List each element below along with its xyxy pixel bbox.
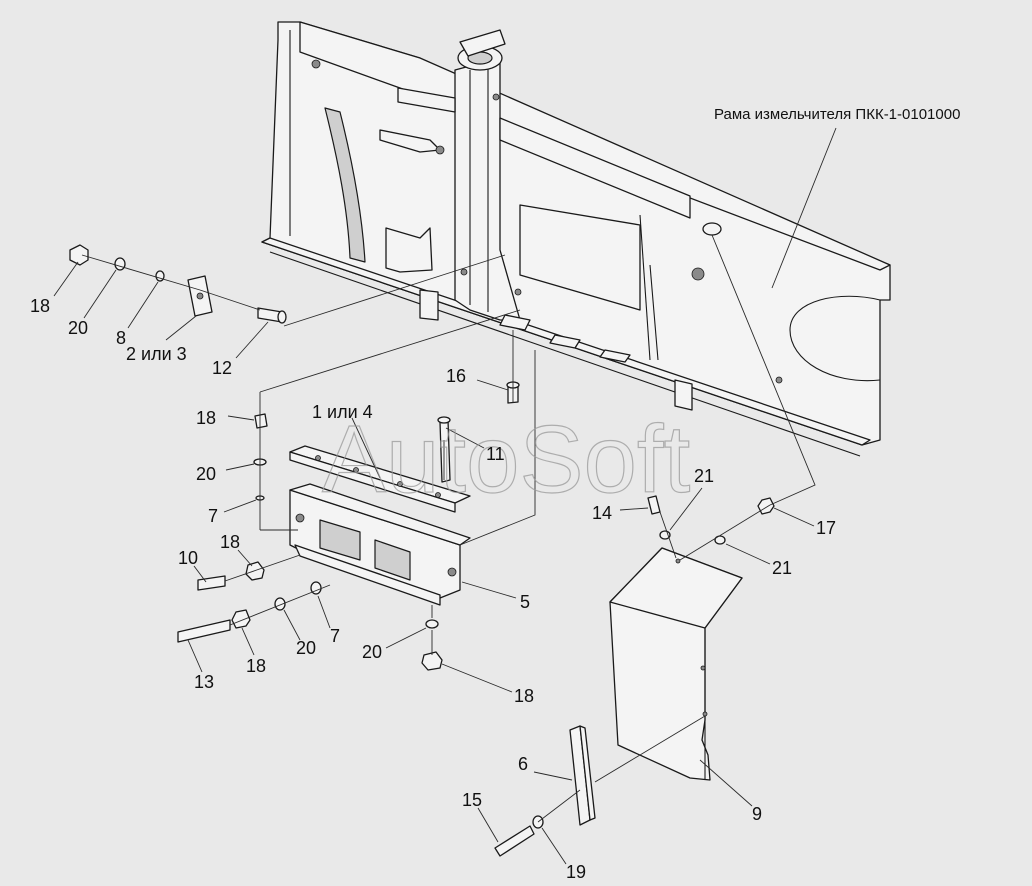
guard-cover-part-9 [609, 547, 743, 781]
assembly-lines [81, 234, 816, 823]
callout-label: 11 [486, 444, 505, 464]
callout-label: 18 [30, 296, 50, 316]
callout-label: 18 [514, 686, 534, 706]
callout-label: 12 [212, 358, 232, 378]
callout-label: 7 [330, 626, 340, 646]
callout-labels: 18 20 8 2 или 3 12 16 1 или 4 11 18 20 7… [30, 296, 836, 882]
frame-title-label: Рама измельчителя ПКК-1-0101000 [714, 106, 960, 123]
callout-label: 20 [296, 638, 316, 658]
watermark-text: AutoSoft [322, 406, 690, 513]
callout-label: 9 [752, 804, 762, 824]
callout-label: 8 [116, 328, 126, 348]
shredder-frame [261, 21, 891, 457]
callout-label: 7 [208, 506, 218, 526]
callout-label: 1 или 4 [312, 402, 373, 422]
callout-label: 18 [196, 408, 216, 428]
callout-label: 21 [694, 466, 714, 486]
callout-label: 20 [68, 318, 88, 338]
strip-part-6 [569, 725, 596, 826]
callout-label: 18 [220, 532, 240, 552]
callout-label: 16 [446, 366, 466, 386]
callout-label: 5 [520, 592, 530, 612]
callout-label: 2 или 3 [126, 344, 187, 364]
callout-label: 20 [362, 642, 382, 662]
callout-label: 20 [196, 464, 216, 484]
callout-label: 18 [246, 656, 266, 676]
plate-part-1-or-4 [289, 445, 471, 513]
callout-label: 10 [178, 548, 198, 568]
leader-lines [53, 127, 837, 865]
callout-label: 17 [816, 518, 836, 538]
base-bracket-part-5 [289, 483, 471, 606]
callout-label: 13 [194, 672, 214, 692]
callout-label: 6 [518, 754, 528, 774]
callout-label: 21 [772, 558, 792, 578]
callout-label: 15 [462, 790, 482, 810]
callout-label: 19 [566, 862, 586, 882]
fasteners [69, 244, 775, 857]
callout-label: 14 [592, 503, 612, 523]
